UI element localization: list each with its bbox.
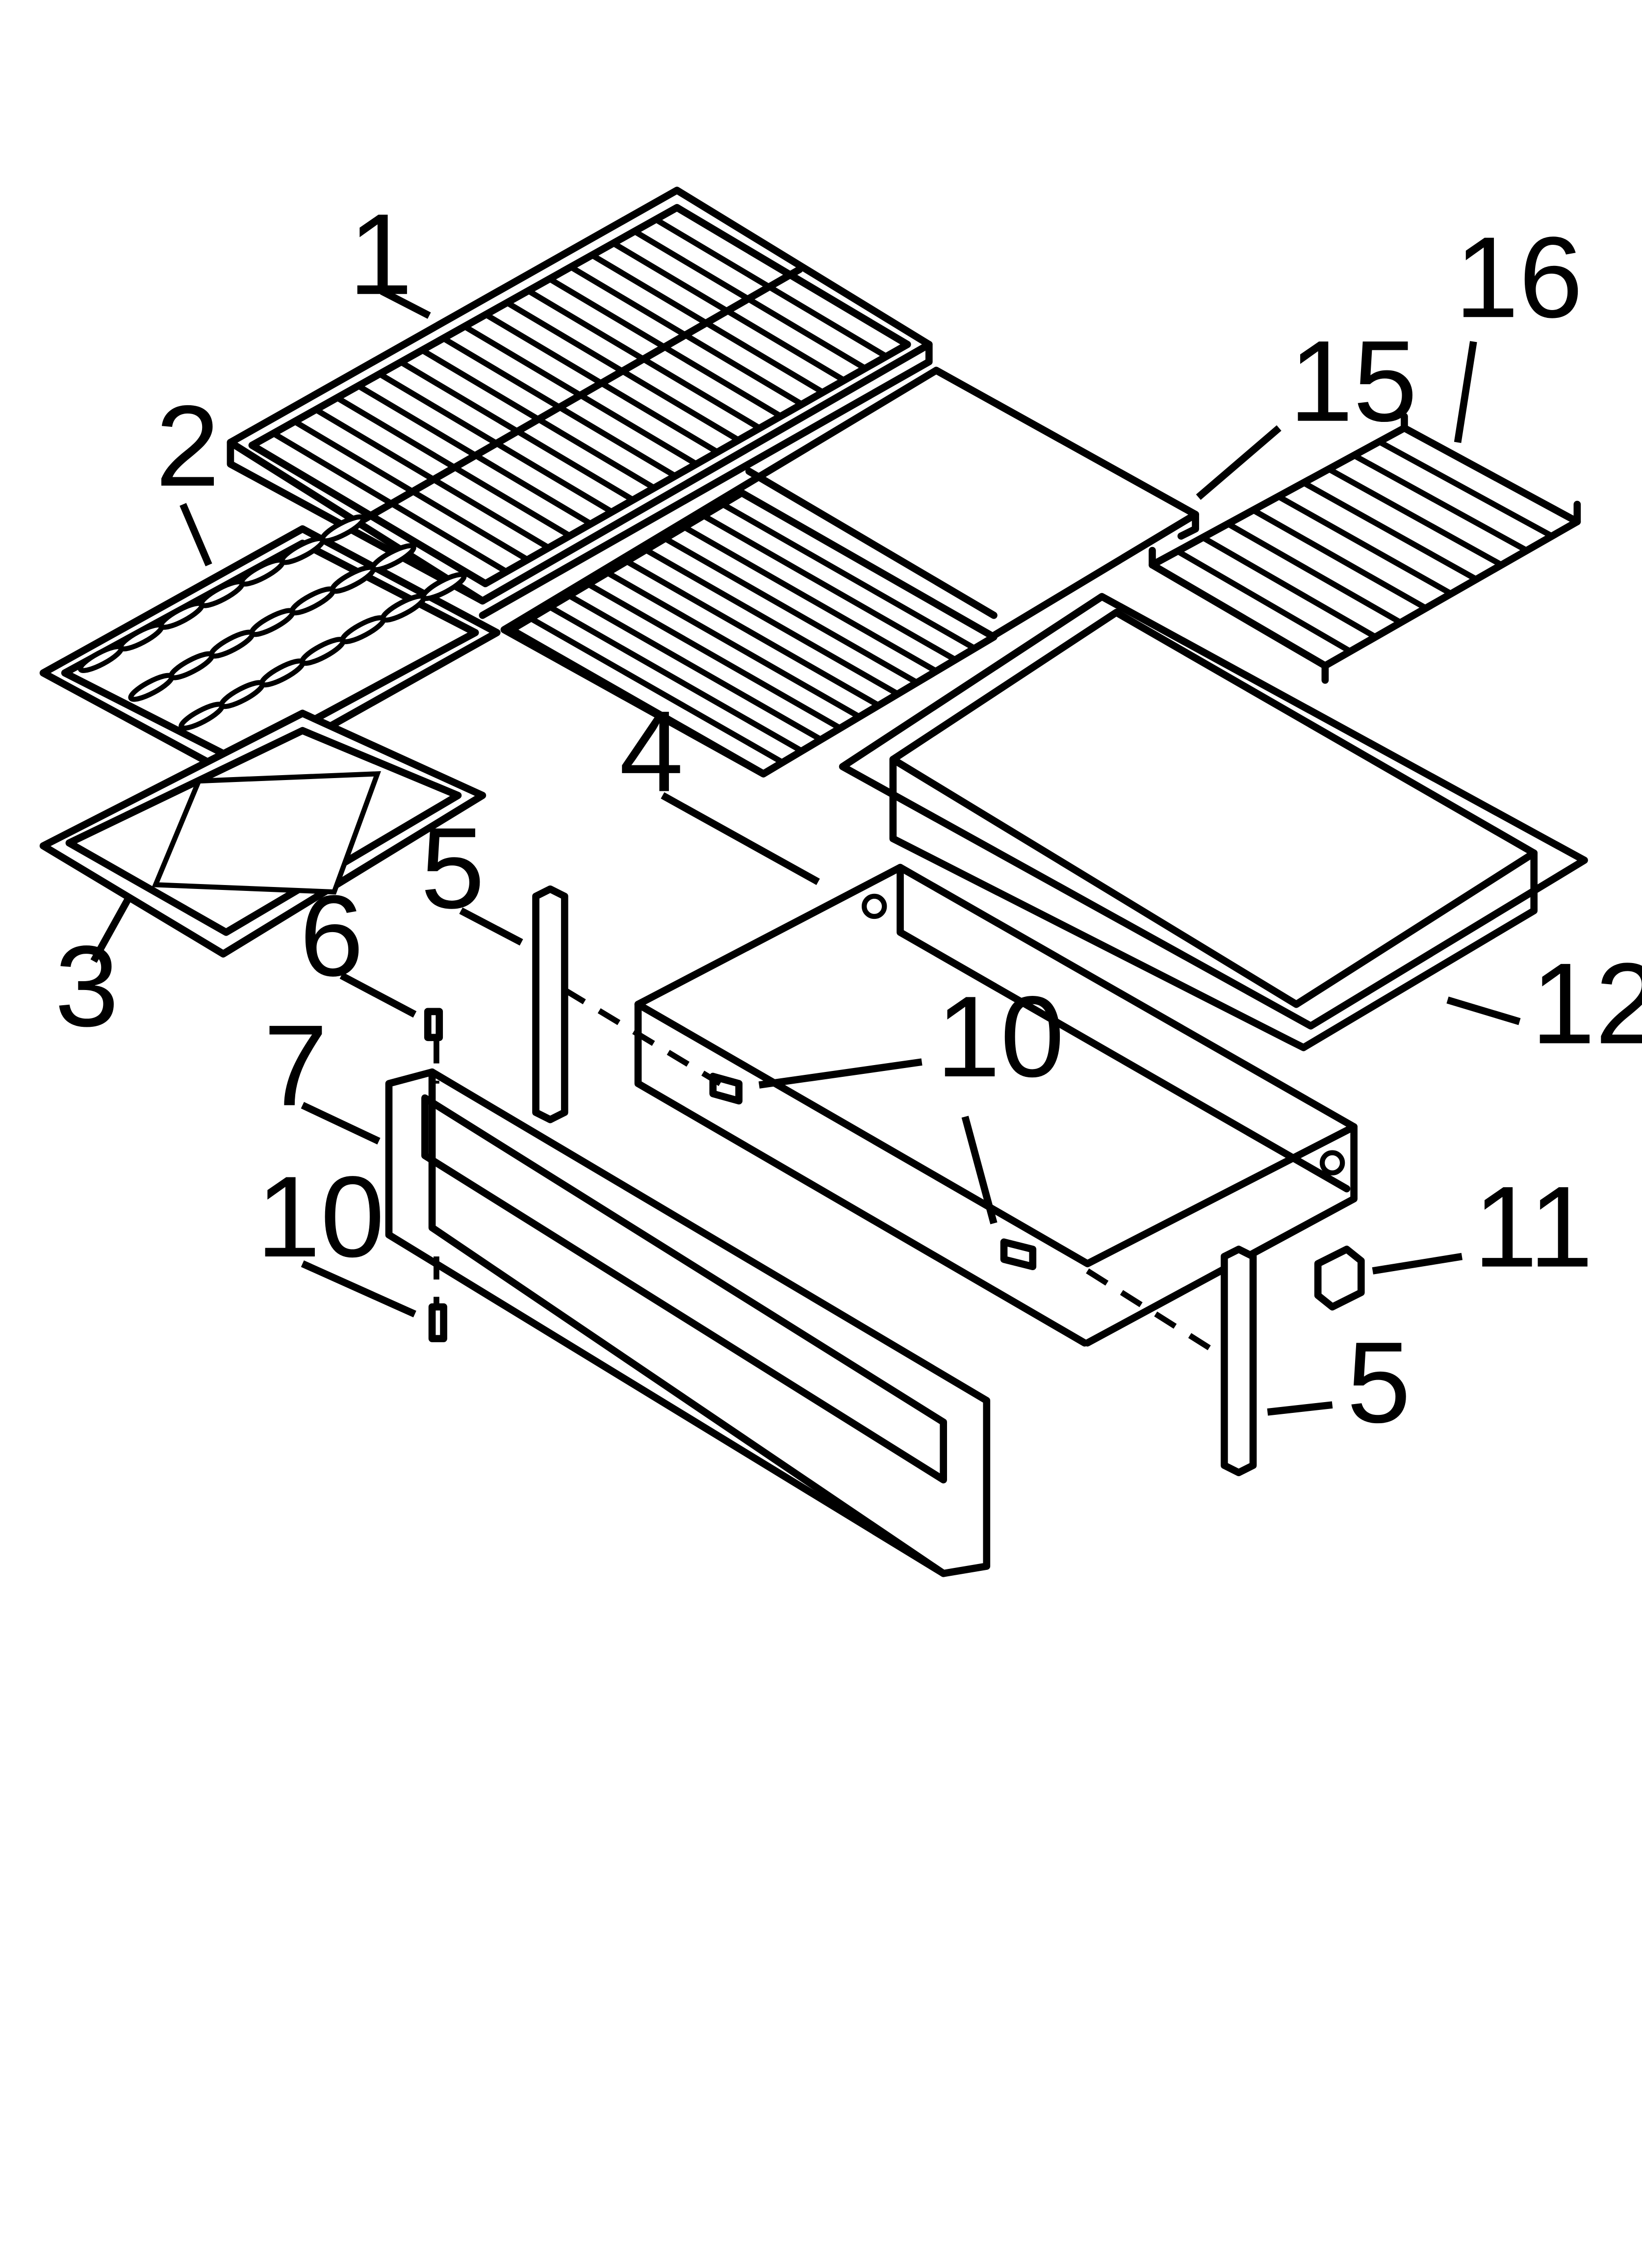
callout-10a: 10 — [936, 972, 1064, 1101]
drawer-liner — [839, 593, 1588, 1051]
rack-rung — [604, 570, 863, 720]
drawer-slide-left — [532, 885, 568, 1123]
callout-5a: 5 — [421, 803, 485, 932]
rack-rung — [719, 501, 978, 652]
callout-6: 6 — [300, 871, 364, 1000]
rack-rung — [547, 604, 805, 754]
leader-lines — [90, 287, 1521, 1416]
rack-rung — [623, 558, 882, 708]
pan-slot — [319, 514, 366, 544]
rack-rung — [527, 615, 786, 765]
assembly-line-left — [563, 987, 722, 1086]
callout-16: 16 — [1455, 212, 1583, 341]
rack-rung — [566, 592, 824, 743]
rack-rung — [1300, 480, 1480, 582]
screw-frame-right — [1000, 1238, 1037, 1271]
rack-rung — [700, 513, 958, 663]
drawer-slide-right — [1220, 1246, 1257, 1476]
callout-12: 12 — [1531, 938, 1642, 1068]
screw-panel — [428, 1303, 447, 1342]
callout-labels: 1 2 3 4 5 5 6 7 10 10 10 11 12 15 16 — [55, 189, 1642, 1447]
rack-rung — [1174, 548, 1354, 654]
callout-2: 2 — [155, 381, 220, 510]
clip — [1314, 1246, 1365, 1311]
rack-rung — [1275, 494, 1454, 597]
callout-15: 15 — [1289, 316, 1417, 445]
rack-rung — [1200, 534, 1379, 640]
callout-10c: 10 — [257, 1152, 385, 1281]
callout-5b: 5 — [1347, 1318, 1411, 1447]
rack-rung — [1351, 452, 1530, 553]
stud — [424, 1008, 443, 1042]
drawer-front-panel — [385, 1068, 991, 1577]
rack-rung — [1326, 466, 1505, 568]
rack-rung — [681, 524, 939, 674]
callout-11: 11 — [1473, 1162, 1593, 1291]
oven-rack — [227, 186, 933, 619]
callout-1: 1 — [349, 189, 413, 318]
callout-4: 4 — [619, 687, 684, 816]
rack-rung — [1376, 439, 1555, 539]
broiler-pan — [39, 709, 487, 958]
broiler-pan-insert — [39, 514, 501, 782]
pan-slot — [420, 572, 467, 601]
callout-3: 3 — [55, 921, 119, 1050]
rack-rung — [1225, 521, 1404, 626]
assembly-line-right — [1086, 1268, 1226, 1360]
rack-rung — [642, 547, 901, 697]
rack-rung — [585, 581, 844, 731]
rack-rung — [1250, 507, 1429, 611]
rack-rung — [662, 535, 920, 686]
drawer-frame — [634, 863, 1358, 1347]
callout-7: 7 — [263, 1001, 328, 1130]
pan-slot — [370, 543, 416, 573]
half-rack — [500, 366, 1199, 778]
small-rack — [1149, 413, 1581, 684]
